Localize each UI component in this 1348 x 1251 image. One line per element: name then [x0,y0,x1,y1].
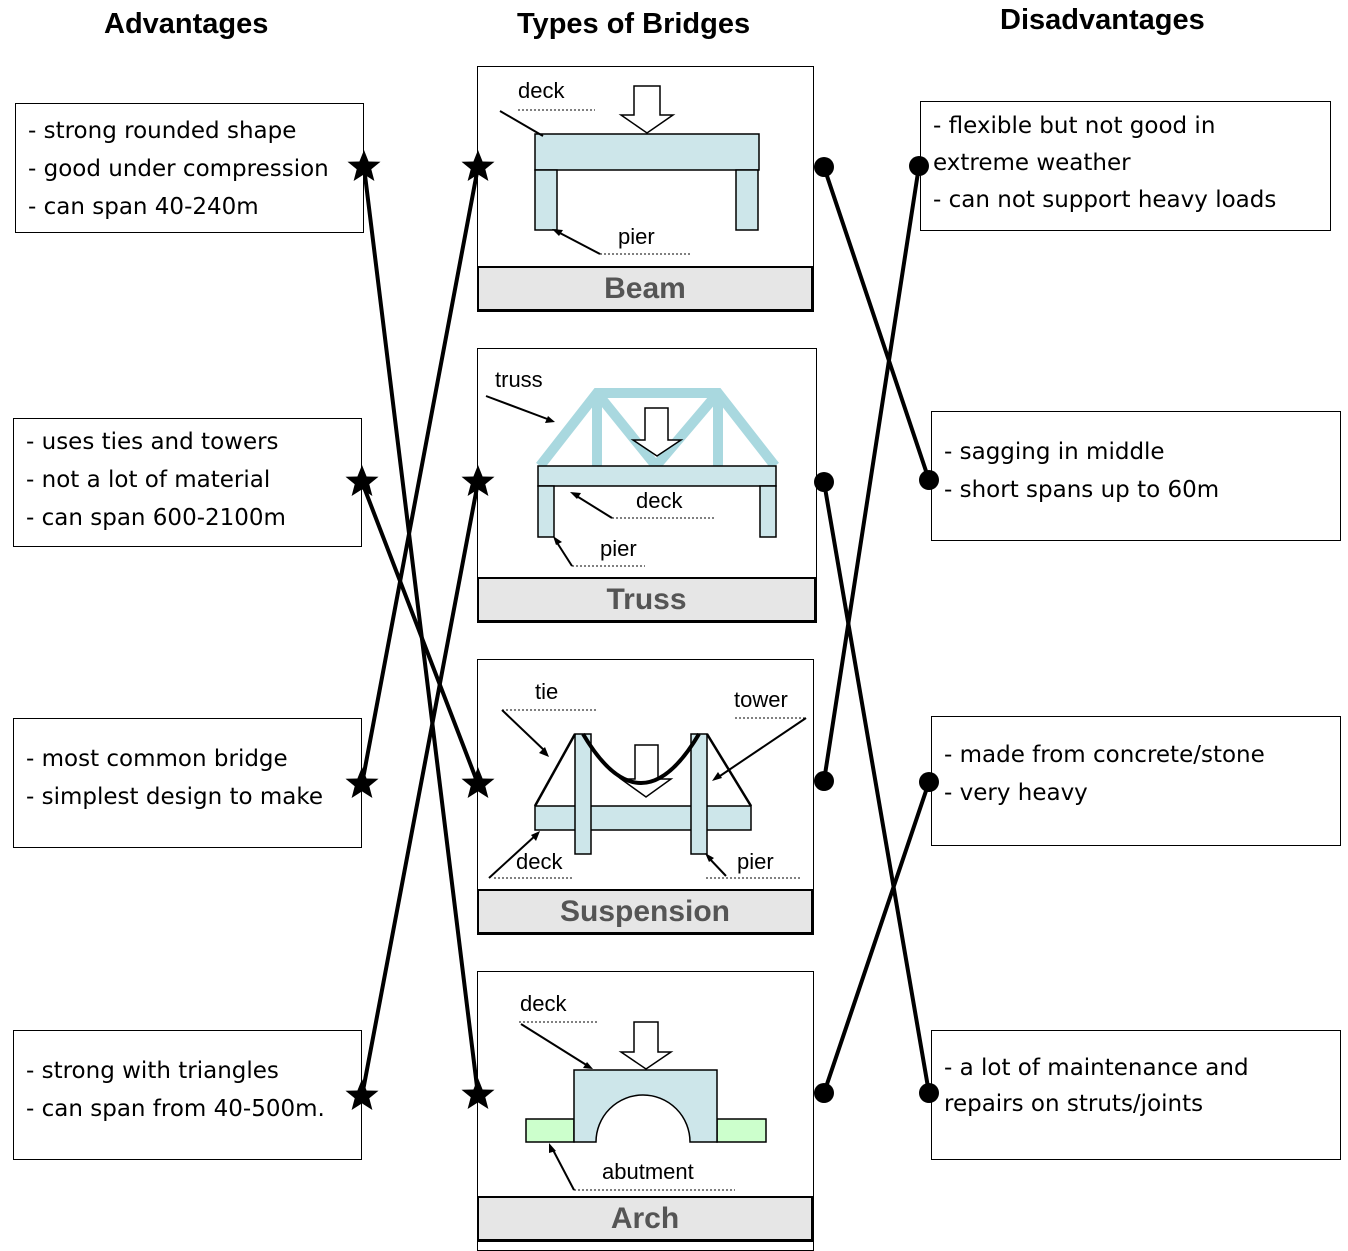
advantage-line: - uses ties and towers [26,429,279,455]
advantage-line: - can span 600-2100m [26,505,286,531]
advantage-box-suspension: - uses ties and towers - not a lot of ma… [13,418,362,547]
arch-abutment-label: abutment [602,1159,694,1184]
beam-pier-label: pier [618,224,655,249]
advantage-line: - can span from 40-500m. [26,1096,325,1122]
load-arrow-icon [618,1021,674,1070]
bridge-caption: Beam [477,266,814,312]
truss-bridge-drawing [485,388,779,567]
types-header: Types of Bridges [517,8,751,40]
advantage-line: - strong with triangles [26,1058,279,1084]
disadvantage-line: - made from concrete/stone [944,742,1265,768]
arch-deck-label: deck [520,991,567,1016]
disadvantage-box-truss: - a lot of maintenance and repairs on st… [931,1030,1341,1160]
beam-deck-label: deck [518,78,565,103]
dot-icon [814,1083,834,1103]
truss-pier-label: pier [600,536,637,561]
disadvantage-line: - short spans up to 60m [944,477,1220,503]
disadvantage-line: extreme weather [933,150,1131,176]
connector-line [822,164,921,783]
dot-icon [919,470,939,490]
disadvantage-line: - a lot of maintenance and [944,1055,1249,1081]
star-icon [461,767,495,798]
advantage-line: - strong rounded shape [28,118,297,144]
arch-bridge-drawing [519,1021,767,1191]
suspension-tie-label: tie [535,679,559,704]
dot-icon [814,157,834,177]
dot-icon [814,472,834,492]
disadvantage-box-beam: - sagging in middle - short spans up to … [931,411,1341,541]
disadvantage-line: - sagging in middle [944,439,1165,465]
dot-icon [919,1083,939,1103]
bridge-caption: Arch [477,1196,814,1242]
advantage-line: - most common bridge [26,746,288,772]
disadvantage-line: - can not support heavy loads [933,187,1277,213]
disadvantages-header: Disadvantages [1000,4,1205,36]
load-arrow-icon [630,407,684,457]
bridge-caption: Truss [477,577,817,623]
disadvantage-box-arch: - made from concrete/stone - very heavy [931,716,1341,846]
connector-line [822,780,931,1095]
disadvantage-line: - flexible but not good in [933,113,1216,139]
connector-line [360,480,480,1098]
star-icon [345,1079,379,1110]
suspension-bridge-drawing [488,709,807,879]
truss-truss-label: truss [495,367,543,392]
advantage-line: - simplest design to make [26,784,324,810]
dot-icon [919,772,939,792]
dot-icon [909,156,929,176]
advantage-line: - not a lot of material [26,467,271,493]
advantage-box-truss: - strong with triangles - can span from … [13,1030,362,1160]
bridge-caption: Suspension [477,889,814,935]
advantage-box-beam: - most common bridge - simplest design t… [13,718,362,848]
advantages-header: Advantages [104,8,269,40]
star-icon [345,465,379,496]
bridge-panel-arch: Arch [477,971,814,1251]
suspension-deck-label: deck [516,849,563,874]
suspension-tower-label: tower [734,687,788,712]
disadvantage-line: - very heavy [944,780,1088,806]
beam-bridge-drawing [499,85,760,255]
disadvantage-box-suspension: - flexible but not good in extreme weath… [920,101,1331,231]
connector-line [822,165,931,482]
dot-icon [814,771,834,791]
advantage-line: - good under compression [28,156,329,182]
truss-deck-label: deck [636,488,683,513]
connector-line [822,480,931,1095]
load-arrow-icon [618,85,676,134]
disadvantage-line: repairs on struts/joints [944,1091,1204,1117]
star-icon [345,767,379,798]
connector-line [360,480,480,786]
star-icon [461,1078,495,1109]
suspension-pier-label: pier [737,849,774,874]
advantage-line: - can span 40-240m [28,194,259,220]
connector-line [360,165,480,786]
